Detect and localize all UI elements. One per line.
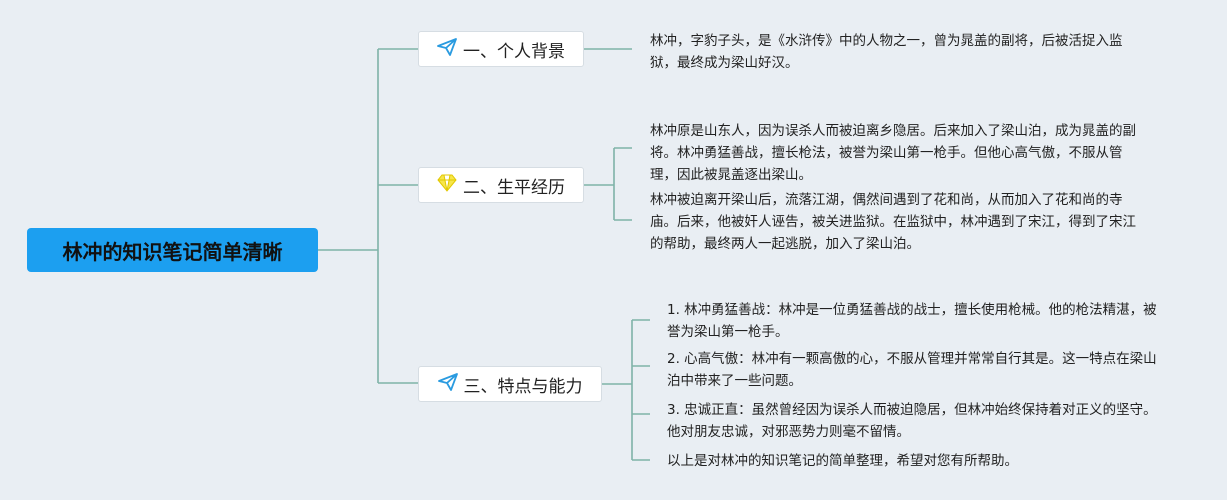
paper-plane-icon	[437, 372, 458, 396]
leaf-note[interactable]: 林冲被迫离开梁山后，流落江湖，偶然间遇到了花和尚，从而加入了花和尚的寺庙。后来，…	[650, 192, 1136, 252]
paper-plane-icon	[437, 37, 457, 61]
branch-personal-background[interactable]: 一、个人背景	[418, 31, 584, 67]
root-topic[interactable]: 林冲的知识笔记简单清晰	[27, 228, 318, 272]
leaf-note[interactable]: 3. 忠诚正直：虽然曾经因为误杀人而被迫隐居，但林冲始终保持着对正义的坚守。他对…	[667, 402, 1157, 440]
leaf-note[interactable]: 以上是对林冲的知识笔记的简单整理，希望对您有所帮助。	[667, 453, 1018, 469]
branch-label: 一、个人背景	[463, 41, 565, 62]
branch-label: 二、生平经历	[463, 177, 565, 198]
leaf-note[interactable]: 2. 心高气傲：林冲有一颗高傲的心，不服从管理并常常自行其是。这一特点在梁山泊中…	[667, 351, 1157, 389]
leaf-note[interactable]: 1. 林冲勇猛善战：林冲是一位勇猛善战的战士，擅长使用枪械。他的枪法精湛，被誉为…	[667, 302, 1157, 340]
branch-label: 三、特点与能力	[463, 376, 583, 397]
leaf-note[interactable]: 林冲，字豹子头，是《水浒传》中的人物之一，曾为晁盖的副将，后被活捉入监狱，最终成…	[650, 33, 1123, 71]
root-title: 林冲的知识笔记简单清晰	[62, 239, 283, 264]
diamond-icon	[437, 174, 457, 197]
branch-traits-abilities[interactable]: 三、特点与能力	[418, 366, 602, 402]
leaf-note[interactable]: 林冲原是山东人，因为误杀人而被迫离乡隐居。后来加入了梁山泊，成为晁盖的副将。林冲…	[650, 123, 1136, 183]
branch-life-experience[interactable]: 二、生平经历	[418, 167, 584, 203]
